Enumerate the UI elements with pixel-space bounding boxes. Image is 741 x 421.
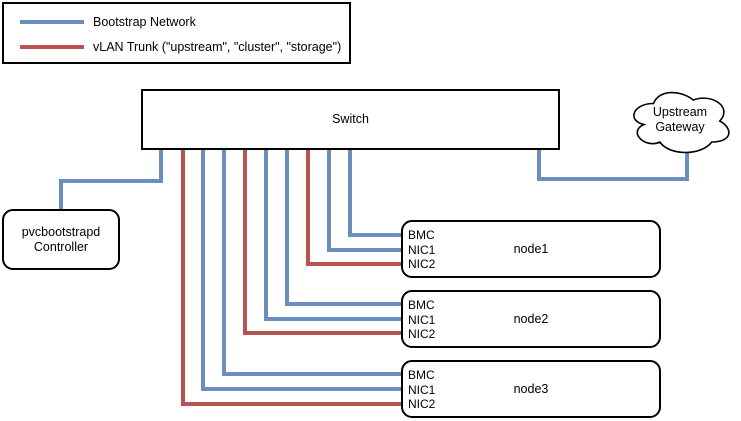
node3-ports: BMC NIC1 NIC2 xyxy=(408,368,435,412)
node2-name: node2 xyxy=(513,311,549,326)
edge-switch-to-node3-nic1 xyxy=(201,149,402,391)
edge-switch-to-node2-nic2 xyxy=(243,149,402,335)
legend-box: Bootstrap Network vLAN Trunk ("upstream"… xyxy=(2,2,351,64)
node1-ports: BMC NIC1 NIC2 xyxy=(408,228,435,272)
bootstrap-network-line-swatch xyxy=(20,20,84,24)
edge-switch-to-node1-nic2 xyxy=(306,149,402,266)
edge-switch-to-node2-nic1 xyxy=(264,149,402,321)
node3-port-nic1: NIC1 xyxy=(408,382,436,397)
legend-item-bootstrap-network: Bootstrap Network xyxy=(4,12,349,32)
legend-label: vLAN Trunk ("upstream", "cluster", "stor… xyxy=(93,40,342,54)
switch-box: Switch xyxy=(141,89,560,150)
node3-name: node3 xyxy=(513,381,549,396)
upstream-gateway-label: Upstream Gateway xyxy=(652,105,708,134)
node2-ports: BMC NIC1 NIC2 xyxy=(408,298,435,342)
legend-label: Bootstrap Network xyxy=(93,15,196,29)
controller-box: pvcbootstrapd Controller xyxy=(2,209,120,270)
node2-port-nic1: NIC1 xyxy=(408,312,436,327)
node2-box: node2 BMC NIC1 NIC2 xyxy=(401,290,661,348)
node2-port-nic2: NIC2 xyxy=(408,327,436,341)
node1-name: node1 xyxy=(513,241,549,256)
controller-label: pvcbootstrapd Controller xyxy=(21,224,101,254)
cloud-shape xyxy=(633,91,730,154)
edge-switch-to-node1-nic1 xyxy=(327,149,402,252)
node3-port-nic2: NIC2 xyxy=(408,397,436,411)
switch-label: Switch xyxy=(332,112,369,126)
node1-port-nic2: NIC2 xyxy=(408,257,436,271)
edge-switch-to-controller xyxy=(59,149,163,210)
edge-switch-to-node1-bmc xyxy=(348,149,402,237)
node3-box: node3 BMC NIC1 NIC2 xyxy=(401,360,661,418)
node1-port-bmc: BMC xyxy=(408,228,435,242)
node1-box: node1 BMC NIC1 NIC2 xyxy=(401,220,661,278)
edge-switch-to-upstream-gateway xyxy=(537,149,689,181)
node2-port-bmc: BMC xyxy=(408,298,435,312)
legend-item-vlan-trunk: vLAN Trunk ("upstream", "cluster", "stor… xyxy=(4,37,349,57)
node1-port-nic1: NIC1 xyxy=(408,242,436,257)
edge-switch-to-node3-bmc xyxy=(222,149,402,376)
edge-switch-to-node3-nic2 xyxy=(181,149,402,406)
edge-switch-to-node2-bmc xyxy=(285,149,402,306)
node3-port-bmc: BMC xyxy=(408,368,435,382)
vlan-trunk-line-swatch xyxy=(20,45,84,49)
